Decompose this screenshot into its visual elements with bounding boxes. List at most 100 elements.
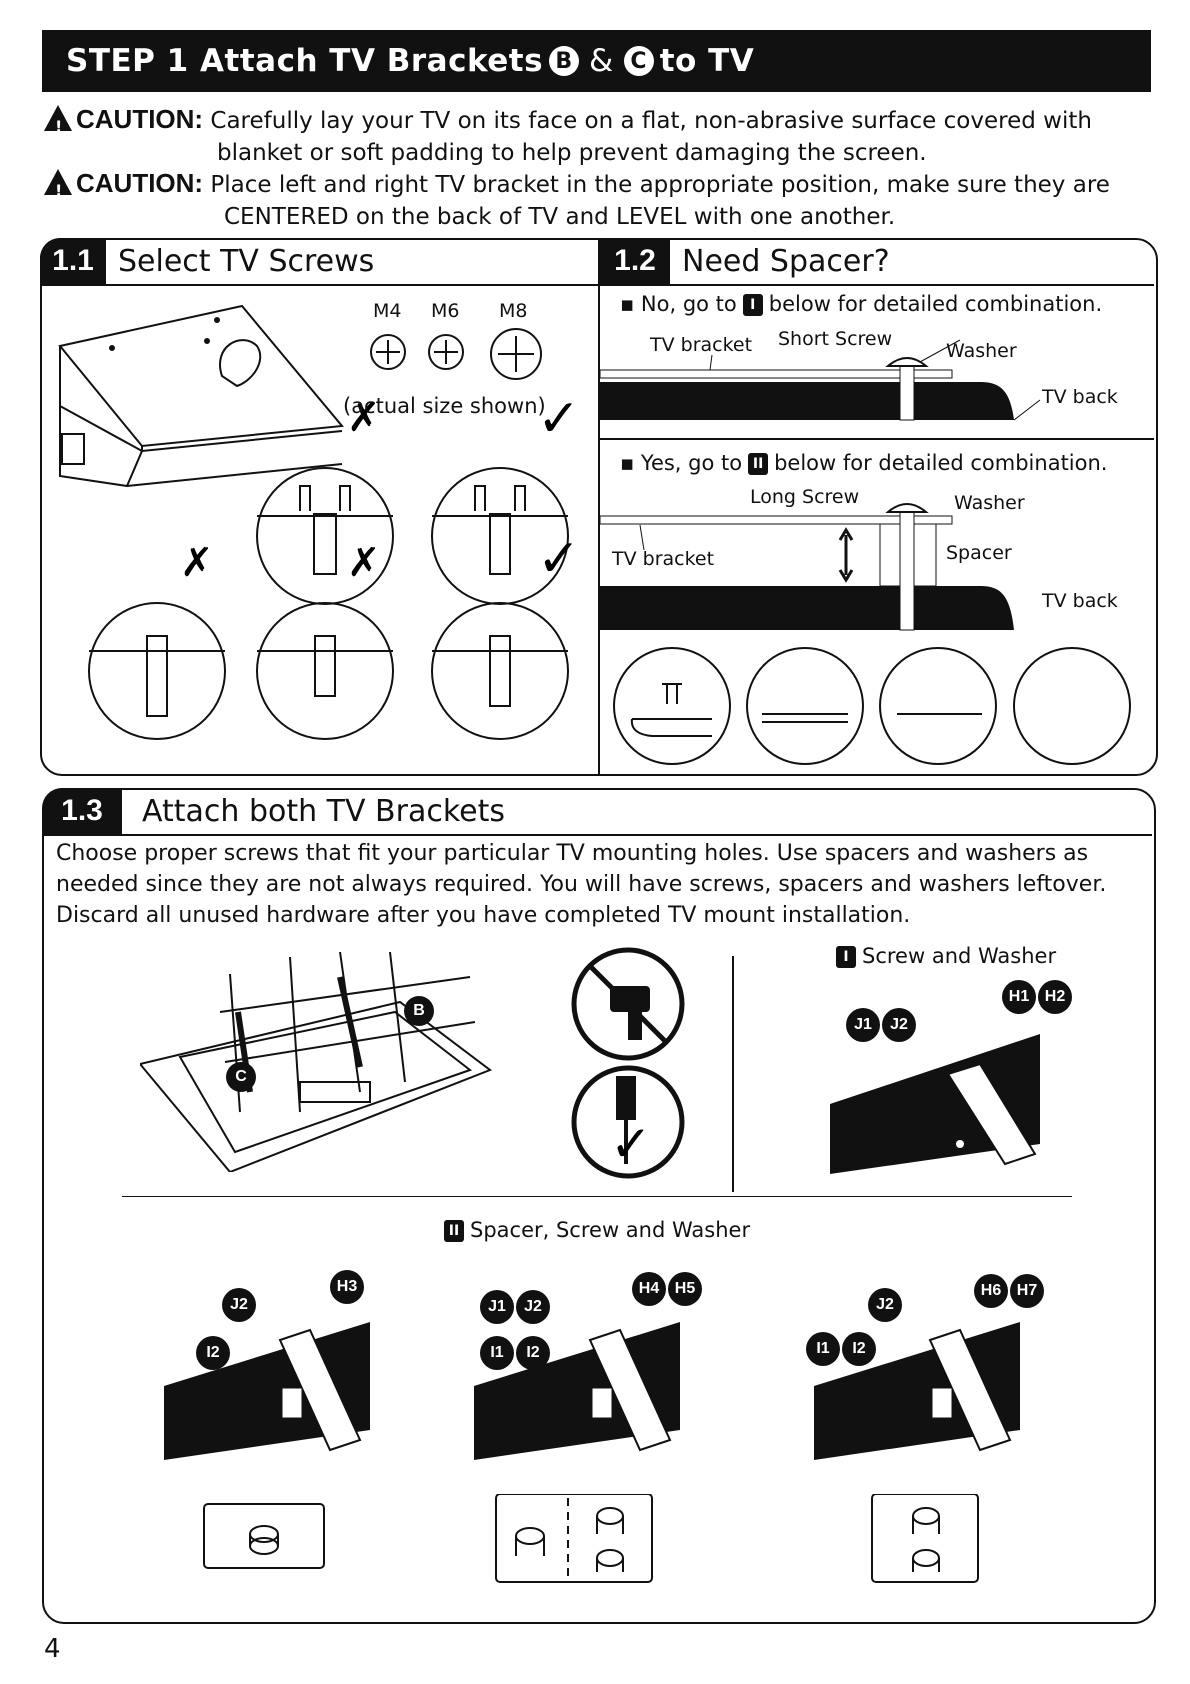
caution-text: Place left and right TV bracket in the a… bbox=[210, 172, 1110, 198]
section-number: 1.2 bbox=[600, 238, 670, 284]
combo-2-title: II Spacer, Screw and Washer bbox=[438, 1218, 750, 1242]
combo-1-illustration bbox=[830, 1034, 1040, 1174]
caution-text: blanket or soft padding to help prevent … bbox=[217, 140, 927, 166]
label-spacer: Spacer bbox=[946, 542, 1012, 564]
spacer-variant-illustrations bbox=[164, 1322, 1020, 1460]
yes-spacer-suffix: below for detailed combination. bbox=[774, 451, 1108, 475]
roman-badge: I bbox=[742, 294, 763, 316]
part-tag: I2 bbox=[842, 1332, 876, 1366]
variant-2-washer-tags: J1 J2 bbox=[480, 1290, 550, 1324]
combo-title-text: Spacer, Screw and Washer bbox=[470, 1218, 751, 1242]
combo-1-title: I Screw and Washer bbox=[830, 944, 1056, 968]
section-title: Need Spacer? bbox=[682, 243, 890, 279]
part-tag: J1 bbox=[846, 1008, 880, 1042]
label-tv-back: TV back bbox=[1042, 590, 1118, 612]
part-tag: J2 bbox=[222, 1288, 256, 1322]
svg-text:✗: ✗ bbox=[347, 540, 381, 586]
step-banner: STEP 1 Attach TV Brackets B & C to TV bbox=[42, 30, 1151, 92]
size-m6: M6 bbox=[431, 300, 460, 322]
part-tag: I2 bbox=[196, 1336, 230, 1370]
part-tag: J2 bbox=[868, 1288, 902, 1322]
variant-2-screw-tags: H4 H5 bbox=[632, 1272, 702, 1306]
label-washer: Washer bbox=[954, 492, 1025, 514]
spacer-usage-circles bbox=[613, 647, 1131, 765]
panel-attach-brackets bbox=[42, 788, 1156, 1624]
long-screw-diagram bbox=[600, 503, 1014, 631]
section-title: Attach both TV Brackets bbox=[142, 793, 505, 829]
step-amp: & bbox=[589, 43, 614, 79]
warning-icon bbox=[44, 169, 72, 207]
combo-title-text: Screw and Washer bbox=[862, 944, 1057, 968]
actual-size-caption: (actual size shown) bbox=[343, 394, 546, 418]
part-tag: H7 bbox=[1010, 1274, 1044, 1308]
tool-icons: ✓ bbox=[571, 947, 685, 1179]
bracket-b-tag: B bbox=[404, 996, 434, 1026]
variant-3-washer-tags: J2 bbox=[868, 1288, 902, 1322]
divider bbox=[122, 1196, 1072, 1197]
section-1-3-body: Choose proper screws that fit your parti… bbox=[56, 841, 1107, 928]
no-power-drill-icon bbox=[571, 947, 685, 1061]
yes-spacer-prefix: ▪ Yes, go to bbox=[620, 451, 743, 475]
divider bbox=[600, 438, 1154, 440]
section-number: 1.3 bbox=[42, 788, 122, 834]
caution-2: CAUTION: Place left and right TV bracket… bbox=[44, 167, 1110, 233]
part-tag: H6 bbox=[974, 1274, 1008, 1308]
label-short-screw: Short Screw bbox=[778, 328, 893, 350]
roman-badge: II bbox=[748, 453, 769, 475]
x-mark-icon: ✗ bbox=[347, 395, 381, 441]
screwdriver-icon bbox=[571, 1065, 685, 1179]
check-mark-icon: ✓ bbox=[537, 389, 581, 449]
section-1-2-header: 1.2 Need Spacer? bbox=[600, 238, 1154, 286]
no-spacer-suffix: below for detailed combination. bbox=[768, 292, 1103, 316]
no-spacer-prefix: ▪ No, go to bbox=[620, 292, 737, 316]
combo-1-washer-tags: J1 J2 bbox=[846, 1008, 916, 1042]
section-title: Select TV Screws bbox=[118, 243, 375, 279]
check-mark-icon: ✓ bbox=[610, 1115, 652, 1173]
caution-label: CAUTION: bbox=[76, 168, 204, 198]
part-tag: J2 bbox=[516, 1290, 550, 1324]
label-tv-bracket: TV bracket bbox=[650, 334, 753, 356]
caution-text: CENTERED on the back of TV and LEVEL wit… bbox=[224, 204, 896, 230]
screw-selection-illustration: ✗ ✓ ✗ ✗ ✓ bbox=[58, 304, 581, 740]
part-tag: H2 bbox=[1038, 980, 1072, 1014]
variant-1-spacer-tags: I2 bbox=[196, 1336, 230, 1370]
svg-text:✓: ✓ bbox=[537, 529, 581, 589]
label-washer: Washer bbox=[946, 340, 1017, 362]
caution-text: Carefully lay your TV on its face on a f… bbox=[210, 108, 1092, 134]
panel-divider bbox=[598, 238, 600, 774]
part-tag: H5 bbox=[668, 1272, 702, 1306]
step-suffix: to TV bbox=[659, 43, 755, 79]
label-tv-bracket: TV bracket bbox=[612, 548, 715, 570]
part-tag: I1 bbox=[480, 1336, 514, 1370]
variant-1-washer-tags: J2 bbox=[222, 1288, 256, 1322]
part-tag: I1 bbox=[806, 1332, 840, 1366]
label-long-screw: Long Screw bbox=[750, 486, 860, 508]
bracket-c-tag: C bbox=[226, 1062, 256, 1092]
bracket-b-badge: B bbox=[549, 46, 580, 76]
variant-1-screw-tags: H3 bbox=[330, 1270, 364, 1304]
step-title: STEP 1 Attach TV Brackets bbox=[66, 43, 544, 79]
combo-1-screw-tags: H1 H2 bbox=[1002, 980, 1072, 1014]
vertical-divider bbox=[732, 956, 734, 1192]
tv-back-with-brackets bbox=[140, 952, 493, 1172]
label-tv-back: TV back bbox=[1042, 386, 1118, 408]
part-tag: H3 bbox=[330, 1270, 364, 1304]
warning-icon bbox=[44, 105, 72, 143]
caution-label: CAUTION: bbox=[76, 104, 204, 134]
size-m4: M4 bbox=[373, 300, 402, 322]
spacer-option-boxes bbox=[203, 1494, 979, 1583]
bracket-c-badge: C bbox=[623, 46, 654, 76]
page-number: 4 bbox=[44, 1634, 61, 1664]
variant-3-spacer-tags: I1 I2 bbox=[806, 1332, 876, 1366]
section-1-1-header: 1.1 Select TV Screws bbox=[40, 238, 600, 286]
variant-3-screw-tags: H6 H7 bbox=[974, 1274, 1044, 1308]
section-1-3-header: 1.3 Attach both TV Brackets bbox=[42, 788, 1152, 836]
roman-badge: II bbox=[444, 1220, 464, 1242]
roman-badge: I bbox=[836, 946, 856, 968]
svg-text:✗: ✗ bbox=[180, 540, 214, 586]
part-tag: H1 bbox=[1002, 980, 1036, 1014]
caution-1: CAUTION: Carefully lay your TV on its fa… bbox=[44, 103, 1092, 169]
part-tag: H4 bbox=[632, 1272, 666, 1306]
